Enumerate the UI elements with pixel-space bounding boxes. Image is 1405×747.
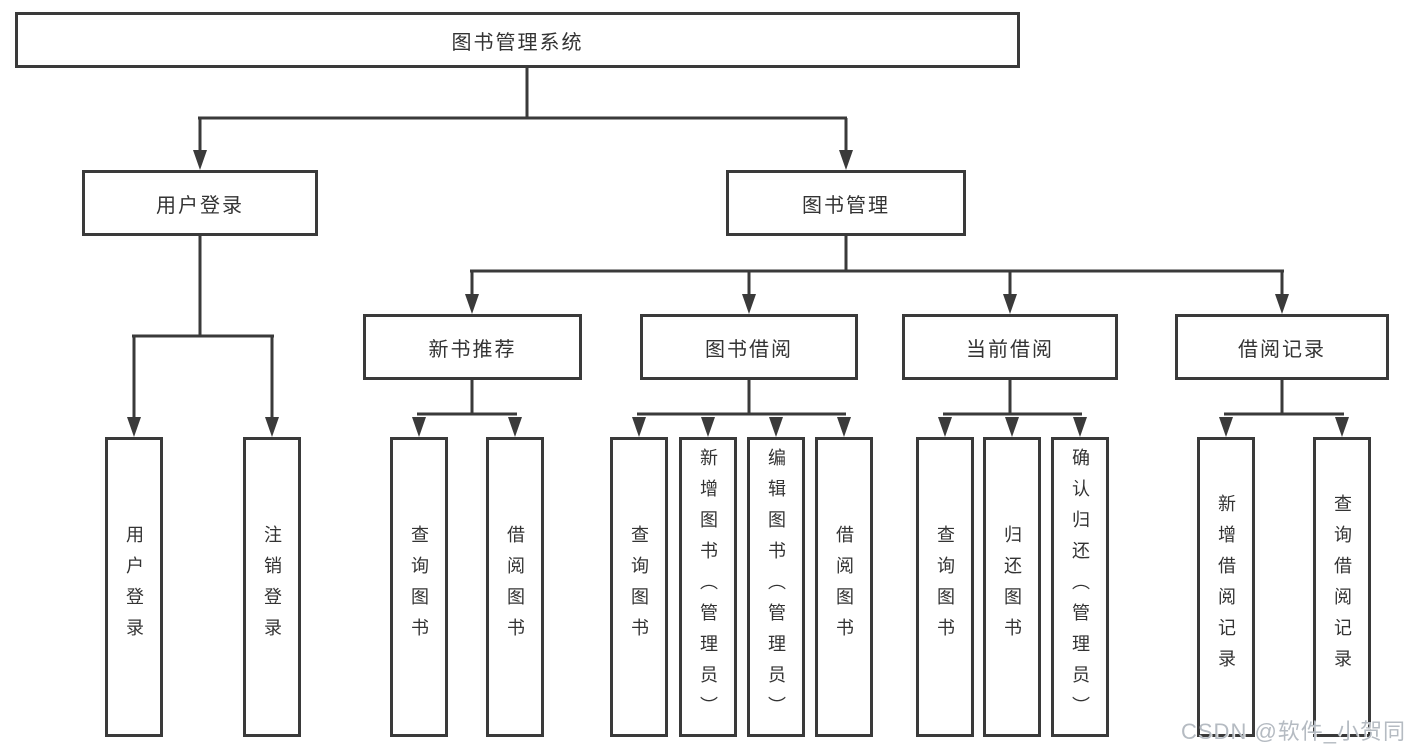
leaf-query-books-recommend-label: 查询图书 [409,525,429,649]
leaf-edit-books-admin: 编辑图书（管理员） [747,437,805,737]
node-root-system-label: 图书管理系统 [451,31,584,54]
leaf-query-borrow-record-label: 查询借阅记录 [1332,494,1352,680]
leaf-query-books-recommend: 查询图书 [390,437,448,737]
leaf-confirm-return-admin-label: 确认归还（管理员） [1070,447,1090,727]
leaf-return-books-label: 归还图书 [1002,525,1022,649]
leaf-query-books-current: 查询图书 [916,437,974,737]
leaf-borrow-books-recommend-label: 借阅图书 [505,525,525,649]
leaf-logout: 注销登录 [243,437,301,737]
leaf-add-borrow-record: 新增借阅记录 [1197,437,1255,737]
node-root-system: 图书管理系统 [15,12,1020,68]
leaf-query-borrow-record: 查询借阅记录 [1313,437,1371,737]
arrowheads [127,150,1349,437]
node-borrow-records: 借阅记录 [1175,314,1389,380]
node-book-borrow-label: 图书借阅 [705,338,793,361]
connector-edges [132,68,1344,419]
csdn-watermark: CSDN @软件_小贺同学 [1181,719,1405,744]
leaf-user-login-label: 用户登录 [124,525,144,649]
node-book-management-label: 图书管理 [802,194,890,217]
leaf-query-books-current-label: 查询图书 [935,525,955,649]
leaf-borrow-books-recommend: 借阅图书 [486,437,544,737]
node-user-login: 用户登录 [82,170,318,236]
node-book-management: 图书管理 [726,170,966,236]
leaf-query-books-borrow: 查询图书 [610,437,668,737]
node-new-book-recommend: 新书推荐 [363,314,582,380]
node-book-borrow: 图书借阅 [640,314,858,380]
node-current-borrow-label: 当前借阅 [966,338,1054,361]
node-new-book-recommend-label: 新书推荐 [428,338,517,361]
leaf-add-borrow-record-label: 新增借阅记录 [1216,494,1236,680]
leaf-add-books-admin: 新增图书（管理员） [679,437,737,737]
leaf-confirm-return-admin: 确认归还（管理员） [1051,437,1109,737]
leaf-return-books: 归还图书 [983,437,1041,737]
node-user-login-label: 用户登录 [156,194,244,217]
node-current-borrow: 当前借阅 [902,314,1118,380]
leaf-logout-label: 注销登录 [262,525,282,649]
leaf-user-login: 用户登录 [105,437,163,737]
leaf-borrow-books-label: 借阅图书 [834,525,854,649]
leaf-borrow-books: 借阅图书 [815,437,873,737]
leaf-add-books-admin-label: 新增图书（管理员） [698,447,718,727]
leaf-query-books-borrow-label: 查询图书 [629,525,649,649]
leaf-edit-books-admin-label: 编辑图书（管理员） [766,447,786,727]
node-borrow-records-label: 借阅记录 [1238,338,1326,361]
